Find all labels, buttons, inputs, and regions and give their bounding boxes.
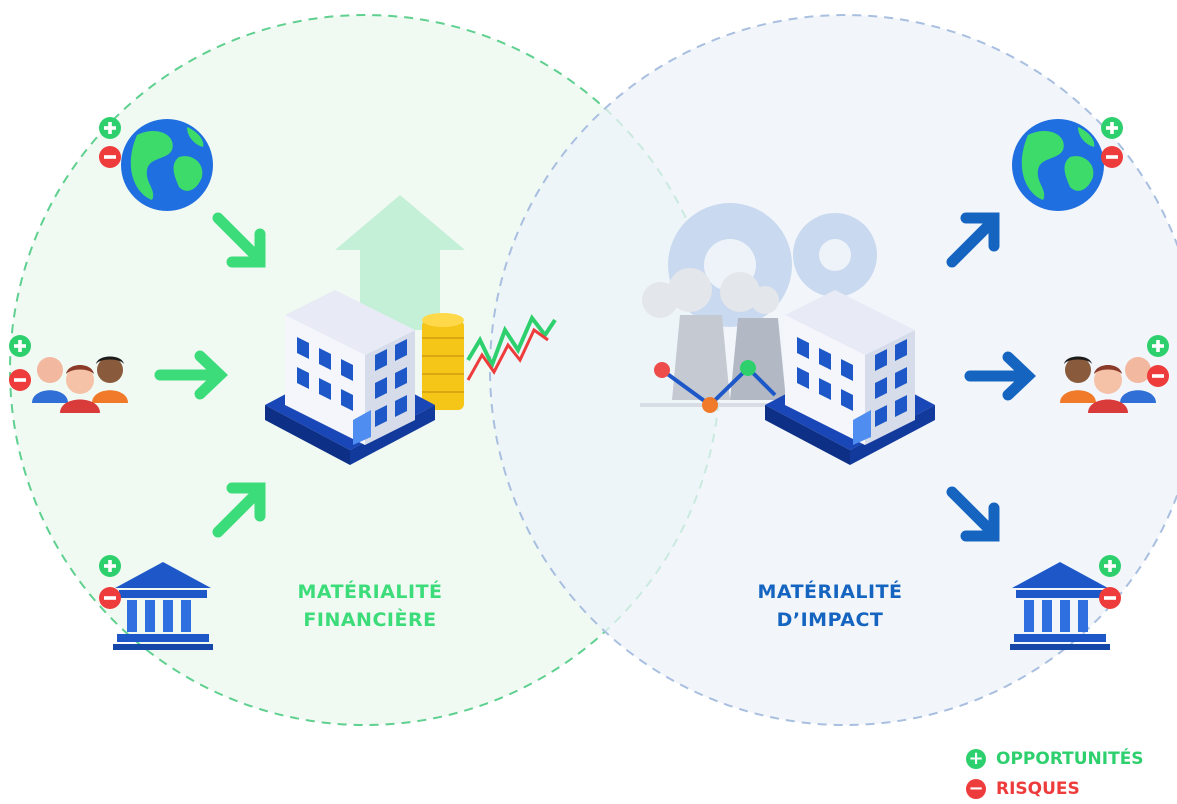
impact-materiality-label: MATÉRIALITÉ D’IMPACT xyxy=(700,578,960,634)
financial-label-line2: FINANCIÈRE xyxy=(303,609,437,631)
stock-trend-red-icon xyxy=(466,327,549,381)
stock-trend-icon xyxy=(466,314,557,371)
arrow-in-top-icon xyxy=(212,212,266,268)
arrow-out-middle-icon xyxy=(964,351,1036,401)
impact-label-line1: MATÉRIALITÉ xyxy=(757,581,903,603)
opportunity-plus-icon xyxy=(1099,555,1121,577)
opportunity-plus-icon xyxy=(1101,117,1123,139)
financial-label-line1: MATÉRIALITÉ xyxy=(297,581,443,603)
earth-globe-icon xyxy=(1012,119,1104,211)
risk-minus-icon xyxy=(1147,365,1169,387)
arrow-out-bottom-icon xyxy=(946,486,1000,542)
opportunity-plus-icon xyxy=(99,555,121,577)
arrow-in-bottom-icon xyxy=(212,482,266,538)
legend-risks-label: RISQUES xyxy=(996,779,1080,799)
legend-opportunities-label: OPPORTUNITÉS xyxy=(996,749,1144,769)
financial-materiality-label: MATÉRIALITÉ FINANCIÈRE xyxy=(240,578,500,634)
opportunity-plus-icon xyxy=(1147,335,1169,357)
risk-minus-icon xyxy=(99,146,121,168)
growth-up-arrow-icon xyxy=(335,195,465,330)
opportunity-plus-icon xyxy=(9,335,31,357)
earth-globe-icon xyxy=(121,119,213,211)
arrow-out-top-icon xyxy=(946,212,1000,268)
coin-stack-icon xyxy=(422,313,464,410)
impact-label-line2: D’IMPACT xyxy=(776,609,884,631)
opportunity-plus-icon xyxy=(99,117,121,139)
legend-risks: − RISQUES xyxy=(966,774,1176,804)
risk-minus-icon xyxy=(1101,146,1123,168)
legend-opportunities: + OPPORTUNITÉS xyxy=(966,744,1176,774)
risk-minus-icon xyxy=(9,369,31,391)
arrow-in-middle-icon xyxy=(154,350,228,400)
minus-circle-icon: − xyxy=(966,779,986,799)
plus-circle-icon: + xyxy=(966,749,986,769)
factory-cooling-towers-icon xyxy=(642,268,786,400)
risk-minus-icon xyxy=(1099,587,1121,609)
risk-minus-icon xyxy=(99,587,121,609)
legend: + OPPORTUNITÉS − RISQUES xyxy=(966,744,1176,804)
